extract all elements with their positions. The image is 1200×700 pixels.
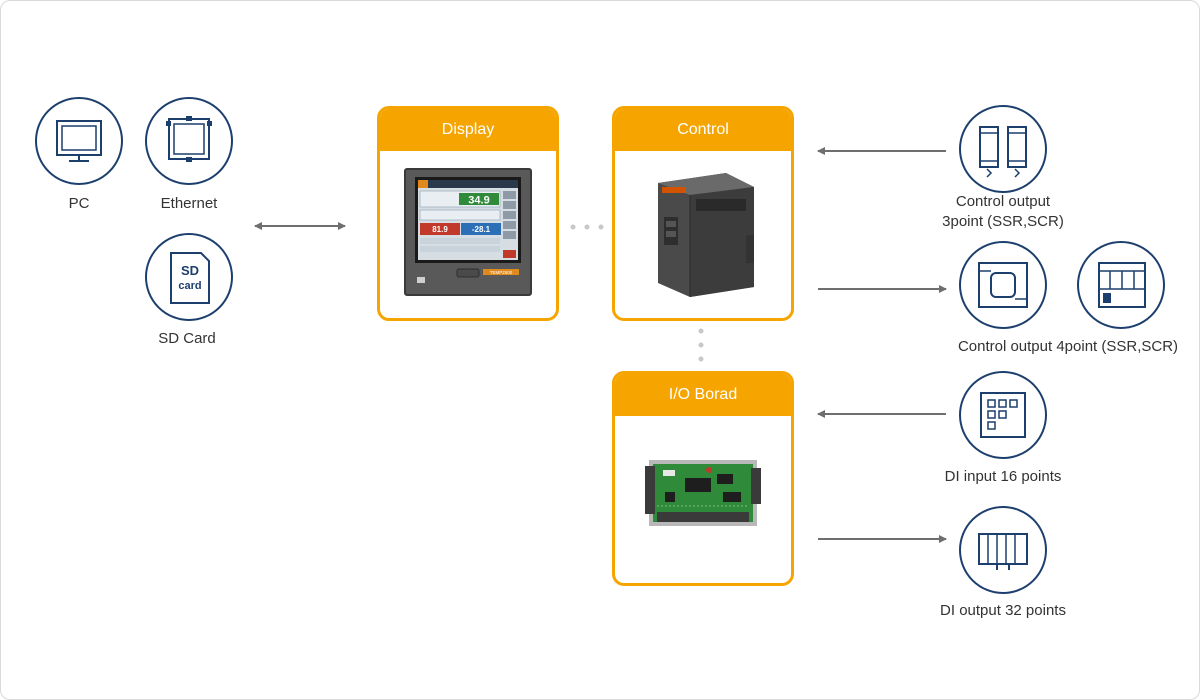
- control-module-card: Control: [612, 106, 794, 321]
- ssr-icon: [959, 105, 1047, 193]
- solid-state-relay-icon: [959, 241, 1047, 329]
- sd-icon-text-top: SD: [181, 263, 199, 278]
- sd-icon-text-bottom: card: [178, 280, 201, 292]
- display-module-title: Display: [380, 109, 556, 151]
- io-board-image: [615, 416, 791, 583]
- display-brand: TEMP2500: [490, 270, 513, 275]
- io-board-module-title: I/O Borad: [615, 374, 791, 416]
- control-4point-label: Control output 4point (SSR,SCR): [957, 338, 1179, 355]
- dots-control-io: [698, 328, 704, 362]
- ethernet-label: Ethernet: [160, 195, 218, 212]
- control-device-image: [615, 151, 791, 318]
- relay-output-icon: [959, 506, 1047, 594]
- dots-display-control: [570, 224, 604, 230]
- di-output-label: DI output 32 points: [940, 602, 1066, 619]
- di-input-label: DI input 16 points: [944, 468, 1062, 485]
- display-readout-left: 81.9: [432, 225, 448, 234]
- control-module-title: Control: [615, 109, 791, 151]
- ethernet-port-icon: [145, 97, 233, 185]
- control-3point-label-line1: Control output: [955, 193, 1051, 210]
- pc-label: PC: [68, 195, 90, 212]
- display-device-image: 34.9 81.9 -28.1 TEMP2500: [380, 151, 556, 318]
- di-input-grid-icon: [959, 371, 1047, 459]
- sd-card-label: SD Card: [158, 330, 216, 347]
- sd-card-icon: SD card: [145, 233, 233, 321]
- io-board-module-card: I/O Borad: [612, 371, 794, 586]
- control-3point-label-line2: 3point (SSR,SCR): [942, 213, 1064, 230]
- display-readout-right: -28.1: [472, 225, 491, 234]
- monitor-icon: [35, 97, 123, 185]
- display-module-card: Display 34.9 81.9 -28.1: [377, 106, 559, 321]
- display-readout-main: 34.9: [468, 195, 489, 207]
- scr-module-icon: [1077, 241, 1165, 329]
